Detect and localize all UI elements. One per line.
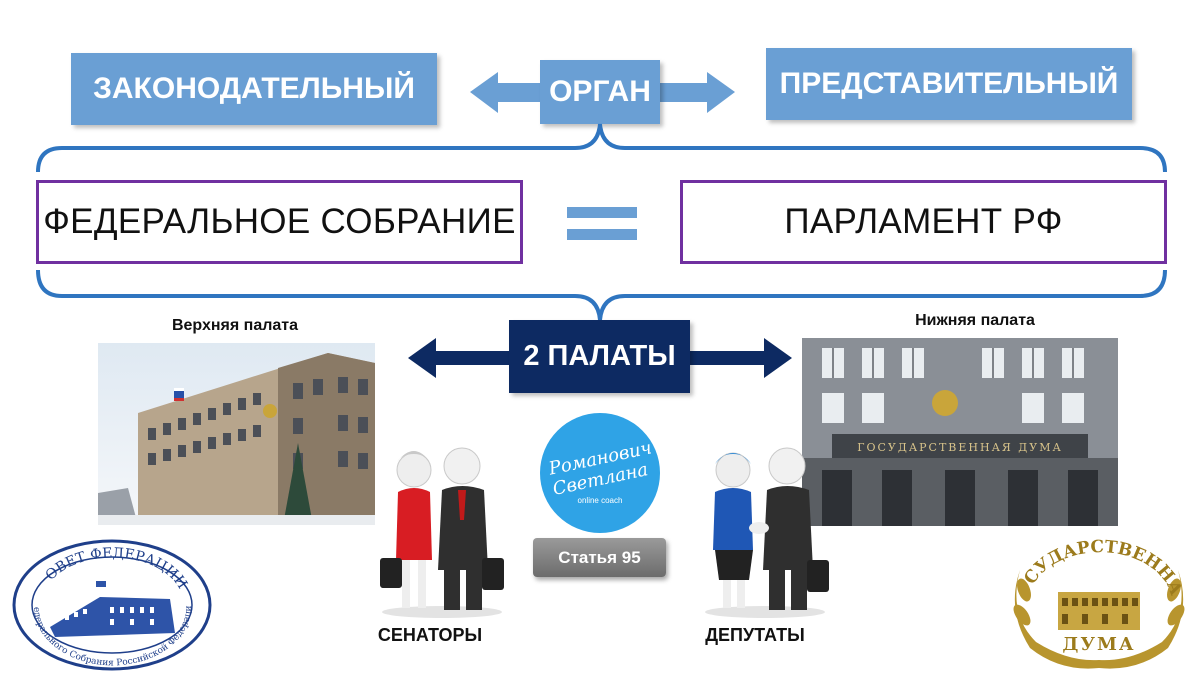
two-chambers-label: 2 ПАЛАТЫ [523,340,676,372]
duma-bottom-text: ДУМА [1062,634,1135,655]
organ-label: ОРГАН [549,75,651,108]
article-95-label: Статья 95 [558,547,641,567]
two-chambers-box: 2 ПАЛАТЫ [509,320,690,393]
coach-logo: Романович Светлана online coach [540,413,660,533]
man-head [443,447,481,485]
top-brace [36,123,1167,173]
organ-box: ОРГАН [540,60,660,124]
senators-figures-image [380,447,504,618]
federal-assembly-box: ФЕДЕРАЛЬНОЕ СОБРАНИЕ [36,180,523,264]
coach-logo-line3: online coach [577,495,623,505]
deputies-label: ДЕПУТАТЫ [705,625,805,645]
state-duma-emblem: ГОСУДАРСТВЕННАЯ ДУМА [1000,530,1186,669]
legislative-box: ЗАКОНОДАТЕЛЬНЫЙ [71,53,437,125]
state-duma-building-photo: ГОСУДАРСТВЕННАЯ ДУМА [802,338,1118,526]
federation-council-emblem: СОВЕТ ФЕДЕРАЦИИ Федерального Собрания Ро… [10,537,212,671]
woman-head [396,452,432,488]
lower-chamber-caption: Нижняя палата [915,312,1035,329]
upper-chamber-caption: Верхняя палата [171,317,299,334]
federation-council-building-photo [98,343,375,525]
brace-frame [36,123,1167,321]
deputies-figures-image [705,447,829,618]
legislative-label: ЗАКОНОДАТЕЛЬНЫЙ [93,72,415,105]
duma-building-sign: ГОСУДАРСТВЕННАЯ ДУМА [857,441,1063,454]
parliament-box: ПАРЛАМЕНТ РФ [680,180,1167,264]
parliament-label: ПАРЛАМЕНТ РФ [784,202,1063,241]
man-head [768,447,806,485]
representative-box: ПРЕДСТАВИТЕЛЬНЫЙ [766,48,1132,120]
woman-head [715,452,751,488]
federal-assembly-label: ФЕДЕРАЛЬНОЕ СОБРАНИЕ [43,202,516,241]
equals-sign [567,207,637,241]
senators-label: СЕНАТОРЫ [377,625,483,645]
article-95-button[interactable]: Статья 95 [533,538,666,577]
representative-label: ПРЕДСТАВИТЕЛЬНЫЙ [779,67,1119,100]
